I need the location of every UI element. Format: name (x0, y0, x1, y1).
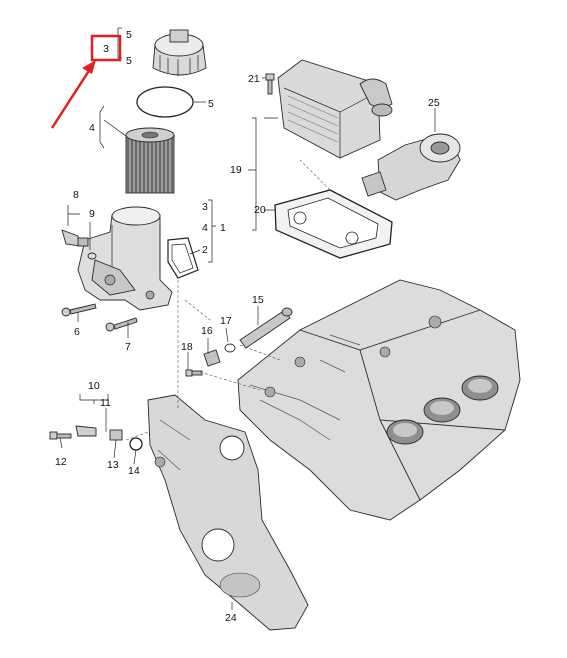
callout-14: 14 (128, 465, 140, 477)
callout-19: 19 (230, 164, 242, 176)
callout-25: 25 (428, 97, 440, 109)
callout-4b: 4 (202, 222, 208, 234)
alignment-lines (125, 159, 331, 441)
callout-3-highlighted: 3 (103, 43, 109, 55)
callout-5a: 5 (126, 29, 132, 41)
callout-15: 15 (252, 294, 264, 306)
o-ring (136, 86, 194, 118)
callout-17: 17 (220, 315, 232, 327)
callout-1: 1 (220, 222, 226, 234)
oil-pressure-sensor (61, 229, 97, 260)
engine-block (237, 279, 521, 521)
callout-labels: 5 5 5 4 8 9 3 4 1 2 6 7 21 25 19 20 15 1… (55, 29, 440, 624)
callout-9: 9 (89, 208, 95, 220)
callout-11: 11 (100, 397, 111, 409)
callout-12: 12 (55, 456, 67, 468)
callout-13: 13 (107, 459, 119, 471)
highlight-marker: 3 (50, 34, 122, 129)
callout-5b: 5 (126, 55, 132, 67)
callout-2: 2 (202, 244, 208, 256)
parts-10-14 (49, 425, 143, 451)
oil-filter-housing (77, 206, 173, 311)
callout-18: 18 (181, 341, 193, 353)
oil-filter-cap (152, 29, 207, 76)
callout-8: 8 (73, 189, 79, 201)
callout-21: 21 (248, 73, 260, 85)
thermostat-housing (361, 133, 461, 201)
callout-10: 10 (88, 380, 100, 392)
callout-5c: 5 (208, 98, 214, 110)
oil-filter-element (125, 127, 175, 194)
callout-16: 16 (201, 325, 213, 337)
callout-6: 6 (74, 326, 80, 338)
bolt-21 (265, 73, 275, 95)
callout-3b: 3 (202, 201, 208, 213)
leader-lines (59, 27, 436, 610)
callout-20: 20 (254, 204, 266, 216)
callout-7: 7 (125, 341, 131, 353)
timing-cover (147, 394, 309, 631)
cooler-gasket (274, 189, 393, 259)
bolts-6-7 (61, 303, 138, 332)
housing-gasket (167, 237, 199, 279)
callout-4a: 4 (89, 122, 95, 134)
oil-cooler (277, 59, 393, 159)
callout-24: 24 (225, 612, 237, 624)
